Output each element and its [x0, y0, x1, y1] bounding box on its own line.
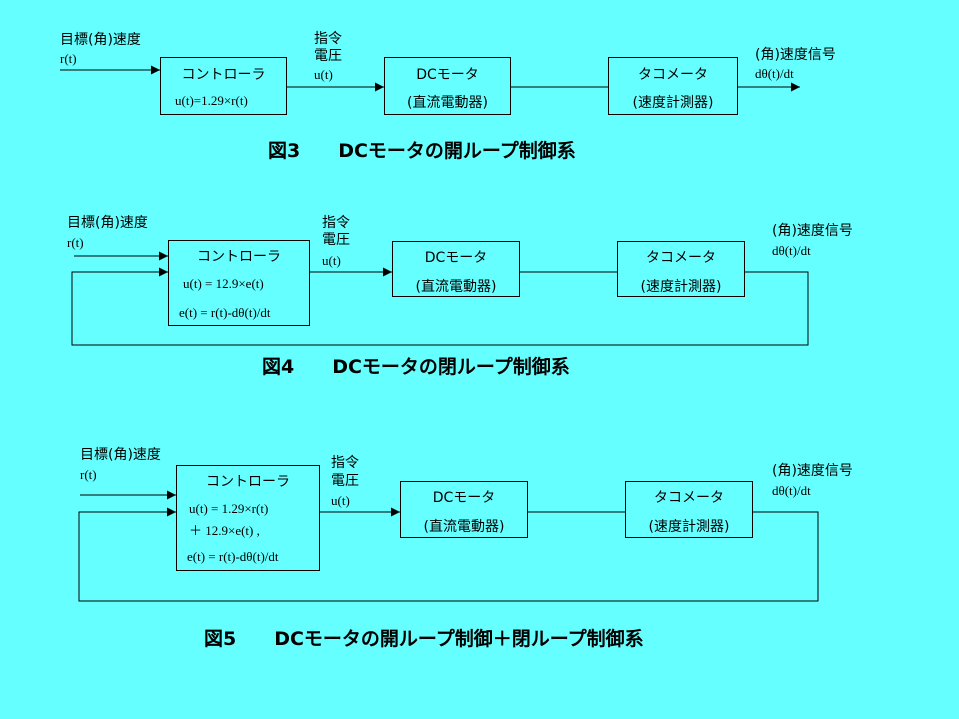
fig4-input-signal: r(t) [67, 235, 84, 250]
fig5-caption: 図5 DCモータの開ループ制御＋閉ループ制御系 [204, 628, 644, 650]
fig4-output-label: (角)速度信号 [772, 223, 853, 239]
fig3-motor-title: DCモータ [416, 67, 479, 83]
fig3-tacho-sub: (速度計測器) [632, 95, 714, 111]
fig5-tacho-sub: (速度計測器) [648, 519, 730, 535]
fig4-motor-sub: (直流電動器) [415, 279, 497, 295]
fig4-voltage-signal: u(t) [322, 253, 341, 268]
fig4-controller-eq1: u(t) = 12.9×e(t) [183, 276, 264, 291]
fig3-motor-block: DCモータ (直流電動器) [384, 57, 511, 115]
fig5-controller-eq1: u(t) = 1.29×r(t) [189, 501, 269, 516]
fig4-voltage-label-1: 指令 [322, 215, 350, 231]
fig4-controller-eq2: e(t) = r(t)-dθ(t)/dt [179, 305, 271, 320]
fig3-voltage-label-1: 指令 [314, 31, 342, 47]
fig5-motor-sub: (直流電動器) [423, 519, 505, 535]
fig3-input-signal: r(t) [60, 51, 77, 66]
fig5-feedback-loop [78, 507, 819, 602]
fig3-controller-block: コントローラ u(t)=1.29×r(t) [160, 57, 287, 115]
fig5-controller-eq2: ＋ 12.9×e(t) , [189, 523, 260, 538]
fig4-controller-block: コントローラ u(t) = 12.9×e(t) e(t) = r(t)-dθ(t… [168, 240, 310, 326]
fig5-controller-title: コントローラ [206, 474, 290, 490]
fig5-motor-title: DCモータ [432, 490, 496, 506]
fig4-caption: 図4 DCモータの閉ループ制御系 [262, 356, 570, 378]
fig5-input-label: 目標(角)速度 [80, 447, 161, 463]
fig5-motor-block: DCモータ (直流電動器) [400, 481, 528, 538]
fig4-controller-title: コントローラ [197, 249, 281, 265]
fig5-voltage-signal: u(t) [331, 493, 350, 508]
fig4-feedback-loop [71, 267, 809, 346]
fig5-output-signal: dθ(t)/dt [772, 483, 811, 498]
fig5-voltage-label-1: 指令 [331, 455, 359, 471]
fig3-caption: 図3 DCモータの開ループ制御系 [268, 140, 576, 162]
fig5-output-label: (角)速度信号 [772, 463, 853, 479]
fig3-tacho-title: タコメータ [638, 67, 708, 83]
fig3-controller-title: コントローラ [181, 67, 266, 83]
fig5-tacho-title: タコメータ [654, 490, 724, 506]
fig3-output-label: (角)速度信号 [755, 47, 836, 63]
fig4-voltage-label-2: 電圧 [322, 232, 350, 248]
fig3-voltage-label-2: 電圧 [314, 48, 342, 64]
fig4-input-label: 目標(角)速度 [67, 215, 148, 231]
fig3-input-label: 目標(角)速度 [60, 32, 141, 48]
fig5-controller-block: コントローラ u(t) = 1.29×r(t) ＋ 12.9×e(t) , e(… [176, 465, 320, 571]
fig5-input-signal: r(t) [80, 467, 97, 482]
fig3-tacho-block: タコメータ (速度計測器) [608, 57, 738, 115]
fig4-motor-block: DCモータ (直流電動器) [392, 241, 520, 297]
fig3-controller-eq: u(t)=1.29×r(t) [175, 93, 248, 108]
fig4-tacho-title: タコメータ [646, 250, 716, 266]
fig5-voltage-label-2: 電圧 [331, 473, 359, 489]
fig5-tacho-block: タコメータ (速度計測器) [625, 481, 753, 538]
fig4-output-signal: dθ(t)/dt [772, 243, 811, 258]
fig4-tacho-sub: (速度計測器) [640, 279, 722, 295]
fig4-tacho-block: タコメータ (速度計測器) [617, 241, 745, 297]
fig3-voltage-signal: u(t) [314, 67, 333, 82]
fig4-motor-title: DCモータ [424, 250, 488, 266]
fig3-output-signal: dθ(t)/dt [755, 66, 794, 81]
fig5-controller-eq3: e(t) = r(t)-dθ(t)/dt [187, 549, 279, 564]
fig3-motor-sub: (直流電動器) [407, 95, 488, 111]
